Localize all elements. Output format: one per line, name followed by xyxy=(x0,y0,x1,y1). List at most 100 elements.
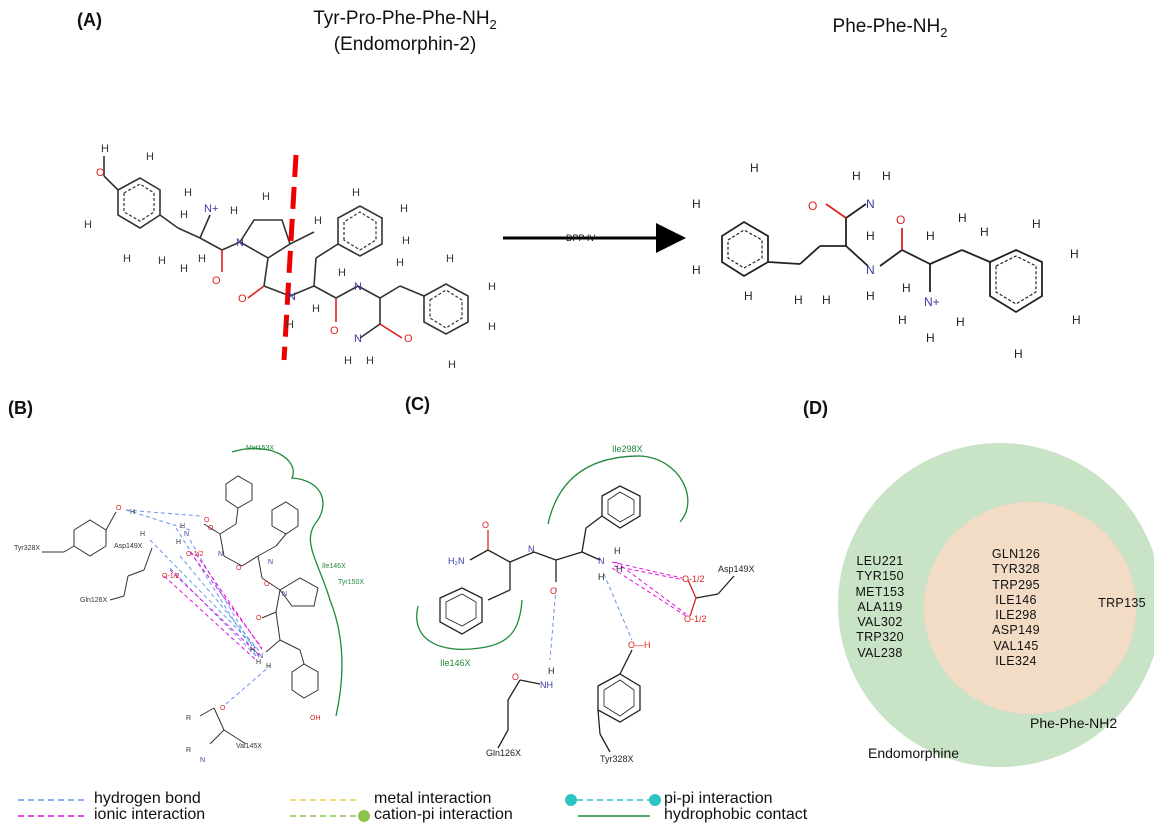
residue-ile146: Ile146X xyxy=(440,658,471,668)
atom-h: H xyxy=(344,355,352,367)
atom-n: N xyxy=(236,237,244,249)
legend-cation-pi-interaction: cation-pi interaction xyxy=(374,806,513,823)
atom-h: H xyxy=(400,203,408,215)
residue-asp149: Asp149X xyxy=(114,543,143,550)
cleavage-line xyxy=(281,154,299,361)
atom-o: O xyxy=(238,293,247,305)
atom-o-phenol: O xyxy=(96,167,105,179)
atom-h: H xyxy=(396,257,404,269)
residue-gln126: Gln126X xyxy=(80,597,108,604)
residue-tyr328: Tyr328X xyxy=(14,545,40,552)
atom-h: H xyxy=(230,205,238,217)
venn-item: ILE298 xyxy=(995,608,1037,623)
endomorphin2-structure xyxy=(103,156,469,339)
pro-ring xyxy=(238,219,291,259)
atom-h: H xyxy=(446,253,454,265)
atom-h: H xyxy=(256,659,261,666)
atom-o: O xyxy=(212,275,221,287)
atom-n-plus: N+ xyxy=(924,295,940,309)
phe1-ring xyxy=(337,205,383,257)
atom-h: H xyxy=(286,319,294,331)
panel-b-labels: Met153X Tyr328X Asp149X Gln126X Ile146X … xyxy=(14,445,364,764)
atom-h: H xyxy=(614,546,621,556)
residue-ile298: Ile298X xyxy=(612,444,643,454)
atom-o: O xyxy=(512,672,519,682)
venn-item: VAL145 xyxy=(993,638,1039,653)
hydrophobic-contour xyxy=(547,455,689,525)
atom-n: N xyxy=(282,591,287,598)
hbond-lines xyxy=(549,573,633,661)
atom-h: H xyxy=(744,289,753,303)
atom-n: N xyxy=(866,263,875,277)
panel-label-b: (B) xyxy=(8,398,33,418)
residue-ile146: Ile146X xyxy=(322,563,346,570)
atom-oh: O—H xyxy=(628,640,651,650)
atom-o: O xyxy=(808,199,817,213)
atom-h: H xyxy=(750,161,759,175)
atom-h: H xyxy=(101,143,109,155)
atom-h: H xyxy=(1014,347,1023,361)
atom-h: H xyxy=(616,564,623,574)
venn-item: TRP295 xyxy=(992,577,1040,592)
atom-h: H xyxy=(314,215,322,227)
atom-o-minus: O-1/2 xyxy=(684,614,707,624)
atom-n: N xyxy=(528,544,535,554)
venn-item: ASP149 xyxy=(992,623,1040,638)
atom-o: O xyxy=(220,705,226,712)
arrow-label: DPP IV xyxy=(566,233,595,243)
atom-r: R xyxy=(186,715,191,722)
atom-h: H xyxy=(180,263,188,275)
atom-h: H xyxy=(1070,247,1079,261)
atom-h: H xyxy=(956,315,965,329)
atom-h: H xyxy=(146,151,154,163)
legend-pi-pi-interaction: pi-pi interaction xyxy=(664,790,773,807)
hydrophobic-contour xyxy=(416,599,523,650)
atom-h: H xyxy=(448,359,456,371)
atom-n: N xyxy=(218,551,223,558)
atom-o: O xyxy=(482,520,489,530)
phe-right-ring xyxy=(989,249,1043,314)
atom-h: H xyxy=(84,219,92,231)
atom-oh: OH xyxy=(310,715,321,722)
panel-label-d: (D) xyxy=(803,398,828,418)
panel-b-diagram: Met153X Tyr328X Asp149X Gln126X Ile146X … xyxy=(14,445,364,764)
phe2-ring xyxy=(423,283,469,335)
atom-h: H xyxy=(822,293,831,307)
atom-h: H xyxy=(852,169,861,183)
atom-nh: NH xyxy=(540,680,553,690)
atom-h: H xyxy=(338,267,346,279)
atom-n: N xyxy=(268,559,273,566)
residue-val145: Val145X xyxy=(236,743,262,750)
atom-h: H xyxy=(598,572,605,582)
atom-h: H xyxy=(882,169,891,183)
atom-n: N xyxy=(258,653,263,660)
atom-h: H xyxy=(176,539,181,546)
panel-label-c: (C) xyxy=(405,394,430,414)
atom-h2n: H₂N xyxy=(448,556,465,566)
atom-h: H xyxy=(140,531,145,538)
tyr-ring-b xyxy=(291,663,319,699)
atom-h: H xyxy=(1072,313,1081,327)
atom-n: N xyxy=(288,291,296,303)
legend-ionic-interaction: ionic interaction xyxy=(94,806,206,823)
atom-n: N xyxy=(354,281,362,293)
residue-asp149: Asp149X xyxy=(718,564,755,574)
atom-o: O xyxy=(116,505,122,512)
atom-h: H xyxy=(312,303,320,315)
atom-h: H xyxy=(548,666,555,676)
atom-h: H xyxy=(180,523,185,530)
hydrophobic-contour xyxy=(231,447,343,717)
venn-overlap xyxy=(924,502,1136,714)
atom-o: O xyxy=(330,325,339,337)
panel-a-left-title: Tyr-Pro-Phe-Phe-NH2 xyxy=(313,8,497,32)
venn-diagram xyxy=(838,443,1154,767)
venn-left-label: Endomorphine xyxy=(868,745,960,761)
atom-h: H xyxy=(198,253,206,265)
venn-item: TYR328 xyxy=(992,562,1040,577)
venn-item: TRP320 xyxy=(856,630,904,645)
ionic-lines xyxy=(163,551,265,661)
venn-overlap-list: GLN126 TYR328 TRP295 ILE146 ILE298 ASP14… xyxy=(978,547,1054,669)
atom-h: H xyxy=(352,187,360,199)
venn-item: ILE324 xyxy=(995,654,1037,669)
